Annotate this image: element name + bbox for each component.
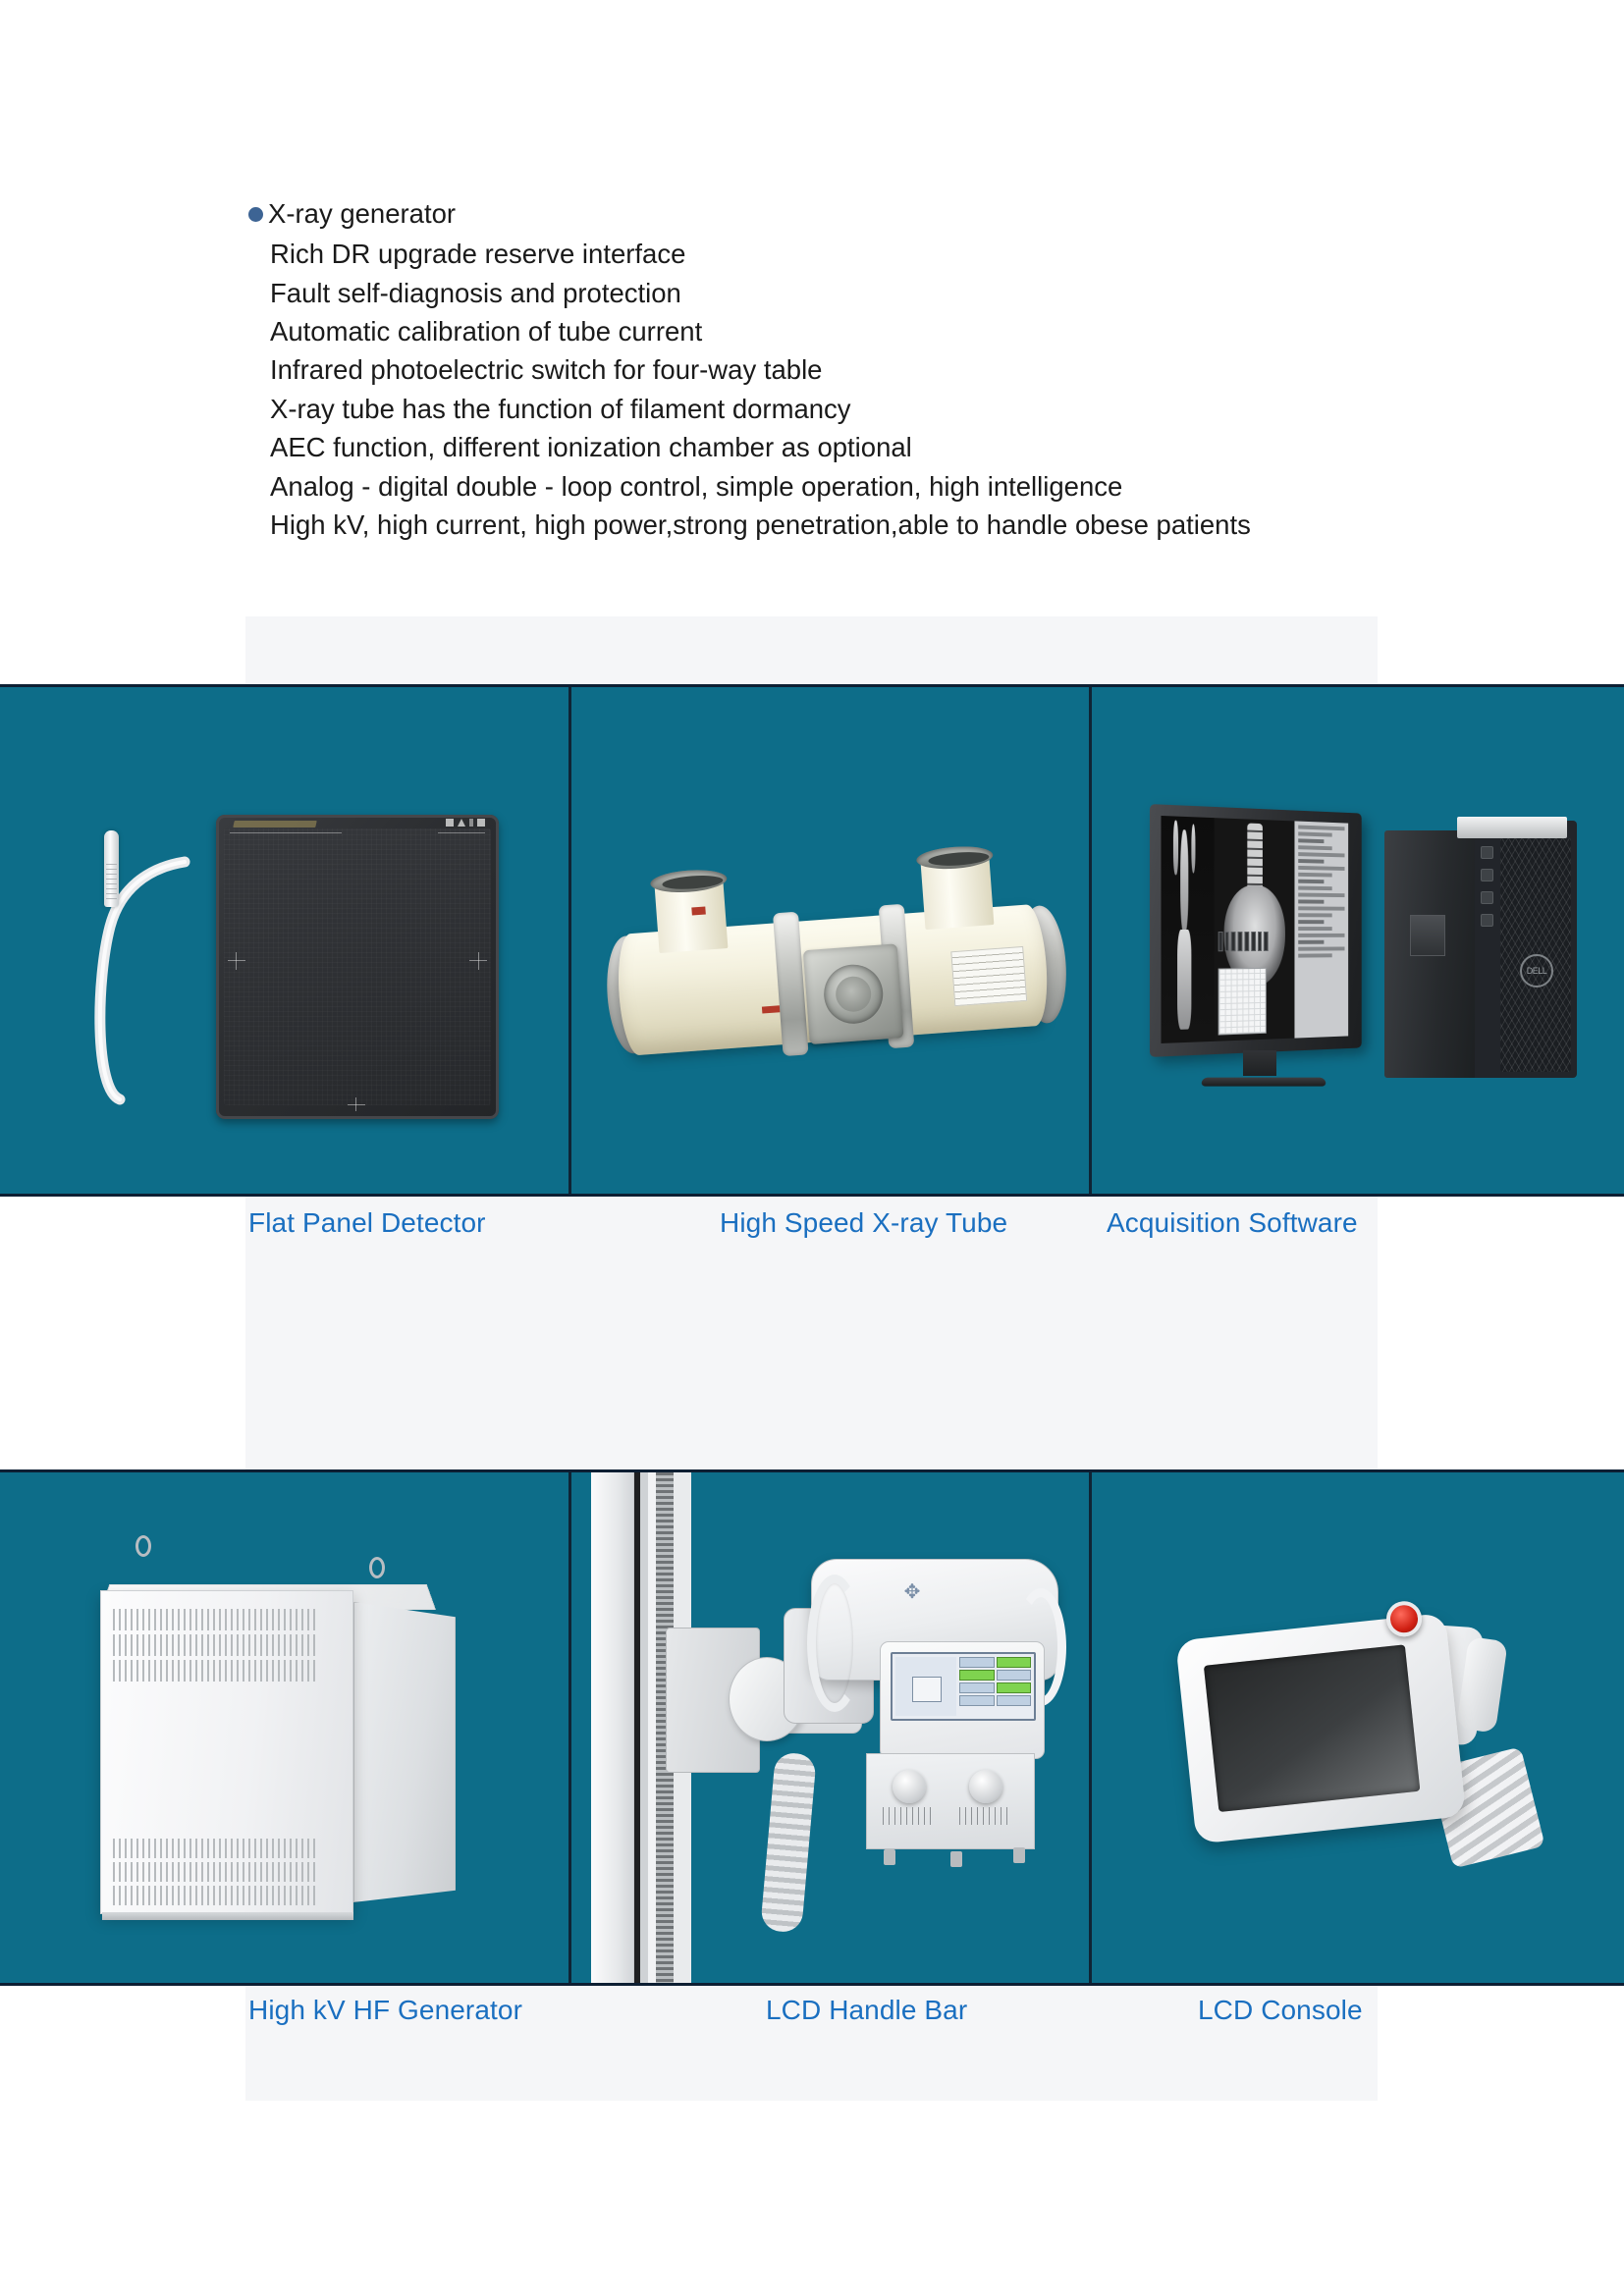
knob-scale (883, 1807, 936, 1825)
feature-line: High kV, high current, high power,strong… (248, 506, 1368, 544)
bullet-dot-icon (248, 207, 263, 222)
generator-cabinet-icon (75, 1529, 497, 1932)
caption-row-1: Flat Panel Detector High Speed X-ray Tub… (0, 1207, 1624, 1255)
tube-oil-port (920, 852, 994, 930)
product-panel-flat-panel-detector (0, 687, 571, 1194)
ventilation-louvers (113, 1862, 315, 1882)
feature-heading-label: X-ray generator (268, 194, 456, 233)
feature-line: AEC function, different ionization chamb… (248, 428, 1368, 466)
lcd-bezel (880, 1641, 1045, 1759)
tube-spec-label (950, 946, 1027, 1006)
caption-hf-generator: High kV HF Generator (248, 1995, 522, 2026)
ventilation-louvers (113, 1609, 315, 1630)
feature-line: X-ray tube has the function of filament … (248, 390, 1368, 428)
caption-xray-tube: High Speed X-ray Tube (720, 1207, 1007, 1239)
grab-handle-left[interactable] (807, 1575, 862, 1712)
crosshair-icon: ✥ (901, 1582, 923, 1604)
flat-panel-detector-icon (90, 807, 503, 1131)
lcd-body-diagram (895, 1657, 956, 1716)
cabinet-base-plinth (102, 1912, 353, 1920)
tower-front-panel: DELL (1475, 821, 1577, 1078)
column-cover (591, 1472, 634, 1983)
background-band-top (245, 616, 1378, 685)
product-panel-xray-tube (571, 687, 1092, 1194)
monitor-stand-neck (1243, 1050, 1276, 1076)
caption-acquisition-software: Acquisition Software (1107, 1207, 1358, 1239)
ventilation-louvers (113, 1634, 315, 1656)
product-gallery-row-1: DELL (0, 684, 1624, 1197)
brand-logo: DELL (1520, 954, 1553, 988)
tower-top-trim (1457, 817, 1567, 838)
feature-list: X-ray generator Rich DR upgrade reserve … (248, 194, 1368, 545)
detector-surface (224, 828, 491, 1105)
detector-tick (355, 1097, 356, 1111)
ventilation-louvers (113, 1660, 315, 1682)
tube-oil-port (654, 876, 728, 953)
feature-line: Automatic calibration of tube current (248, 312, 1368, 350)
caption-lcd-console: LCD Console (1198, 1995, 1363, 2026)
medical-monitor (1150, 804, 1362, 1057)
cabinet-front-face (100, 1590, 353, 1914)
ventilation-louvers (113, 1839, 315, 1858)
cabinet-side-face (353, 1602, 456, 1902)
detector-tick (236, 952, 237, 970)
xray-image-arm (1161, 816, 1214, 1043)
knob-scale (959, 1807, 1012, 1825)
flexible-conduit (760, 1752, 817, 1934)
product-panel-lcd-console (1092, 1472, 1621, 1983)
caption-row-2: High kV HF Generator LCD Handle Bar LCD … (0, 1995, 1624, 2042)
caption-flat-panel-detector: Flat Panel Detector (248, 1207, 486, 1239)
lcd-screen[interactable] (891, 1652, 1036, 1721)
workstation-tower: DELL (1384, 817, 1577, 1078)
tower-drive-bays (1481, 846, 1493, 927)
detector-safety-icons (446, 819, 485, 827)
detector-body (216, 815, 499, 1119)
monitor-stand-base (1201, 1078, 1327, 1087)
feature-line: Rich DR upgrade reserve interface (248, 235, 1368, 273)
detector-hairline (438, 832, 485, 833)
tower-side-panel (1384, 830, 1475, 1078)
product-panel-lcd-handle-bar: ✥ (571, 1472, 1092, 1983)
detector-tick (478, 952, 479, 970)
monitor-screen (1161, 816, 1348, 1043)
console-housing (1175, 1613, 1466, 1844)
feature-line: Infrared photoelectric switch for four-w… (248, 350, 1368, 389)
lifting-eye-bolt (135, 1535, 151, 1557)
feature-line: Fault self-diagnosis and protection (248, 274, 1368, 312)
xray-tube-icon (595, 845, 1076, 1112)
software-info-pane (1295, 821, 1349, 1038)
product-gallery-row-2: ✥ (0, 1469, 1624, 1986)
lcd-handle-bar-icon: ✥ (571, 1472, 1092, 1983)
lcd-console-icon (1172, 1578, 1558, 1890)
control-knob-panel (866, 1753, 1035, 1849)
product-panel-acquisition-software: DELL (1092, 687, 1621, 1194)
detector-brand-mark (233, 821, 316, 828)
tube-red-mark (762, 1005, 780, 1013)
panel-standoff (1013, 1847, 1025, 1863)
tube-red-mark (691, 907, 706, 916)
feature-line: Analog - digital double - loop control, … (248, 467, 1368, 506)
lifting-eye-bolt (369, 1557, 385, 1578)
panel-standoff (884, 1849, 895, 1865)
xray-image-pelvis (1215, 818, 1295, 1041)
detector-tick (228, 960, 245, 961)
caption-lcd-handle-bar: LCD Handle Bar (766, 1995, 967, 2026)
tube-exit-window (803, 943, 904, 1044)
console-touchscreen[interactable] (1204, 1644, 1421, 1812)
detector-tick (348, 1104, 365, 1105)
monitor-workstation-icon: DELL (1137, 783, 1589, 1117)
ventilation-louvers (113, 1886, 315, 1905)
kv-selector-knob[interactable] (893, 1770, 926, 1803)
feature-heading: X-ray generator (248, 194, 1368, 233)
lcd-parameter-buttons (959, 1657, 1031, 1716)
product-panel-hf-generator (0, 1472, 571, 1983)
detector-hairline (230, 832, 342, 833)
detector-connector (104, 830, 119, 907)
mas-selector-knob[interactable] (969, 1770, 1002, 1803)
panel-standoff (950, 1851, 962, 1867)
